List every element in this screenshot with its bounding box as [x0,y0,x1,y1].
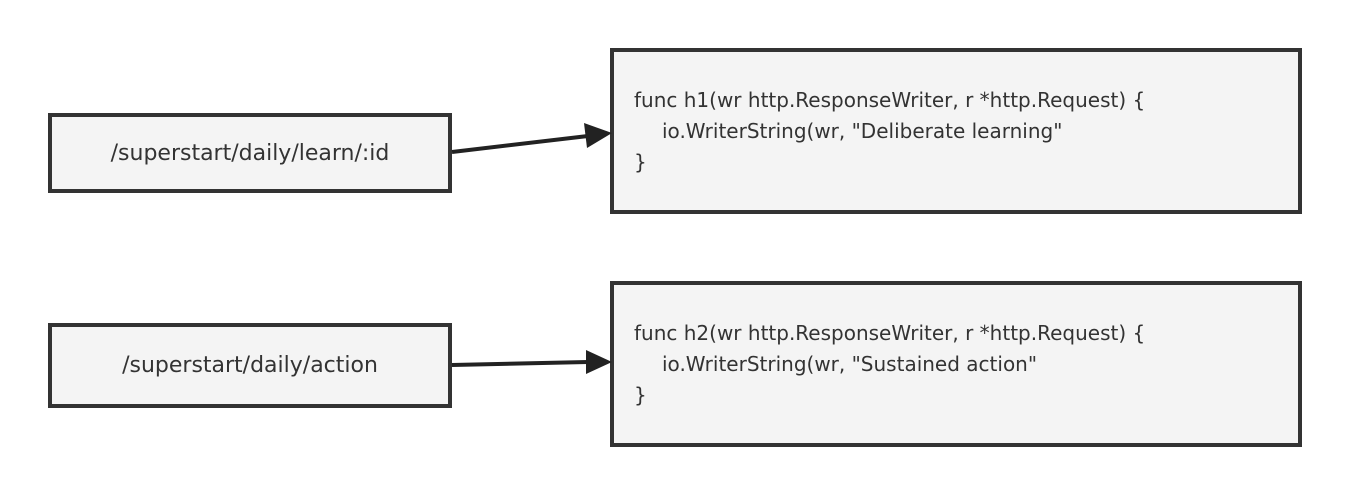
route-path-learn: /superstart/daily/learn/:id [110,140,390,166]
arrow-line-action [451,360,589,367]
handler-h2-body: io.WriterString(wr, "Sustained action" [662,351,1038,376]
handler-code-h1: func h1(wr http.ResponseWriter, r *http.… [634,85,1145,178]
arrowhead-action-icon [586,350,612,374]
handler-box-h1: func h1(wr http.ResponseWriter, r *http.… [610,48,1302,214]
arrowhead-learn-icon [584,123,612,148]
handler-h2-close: } [634,382,647,407]
route-box-action: /superstart/daily/action [48,323,452,408]
route-box-learn: /superstart/daily/learn/:id [48,113,452,193]
handler-box-h2: func h2(wr http.ResponseWriter, r *http.… [610,281,1302,447]
handler-h1-body: io.WriterString(wr, "Deliberate learning… [662,118,1063,143]
handler-h2-signature: func h2(wr http.ResponseWriter, r *http.… [634,320,1146,345]
route-path-action: /superstart/daily/action [122,353,378,378]
handler-h1-close: } [634,149,647,174]
handler-code-h2: func h2(wr http.ResponseWriter, r *http.… [634,318,1145,411]
handler-h1-signature: func h1(wr http.ResponseWriter, r *http.… [634,87,1146,112]
arrow-line-learn [451,134,589,154]
